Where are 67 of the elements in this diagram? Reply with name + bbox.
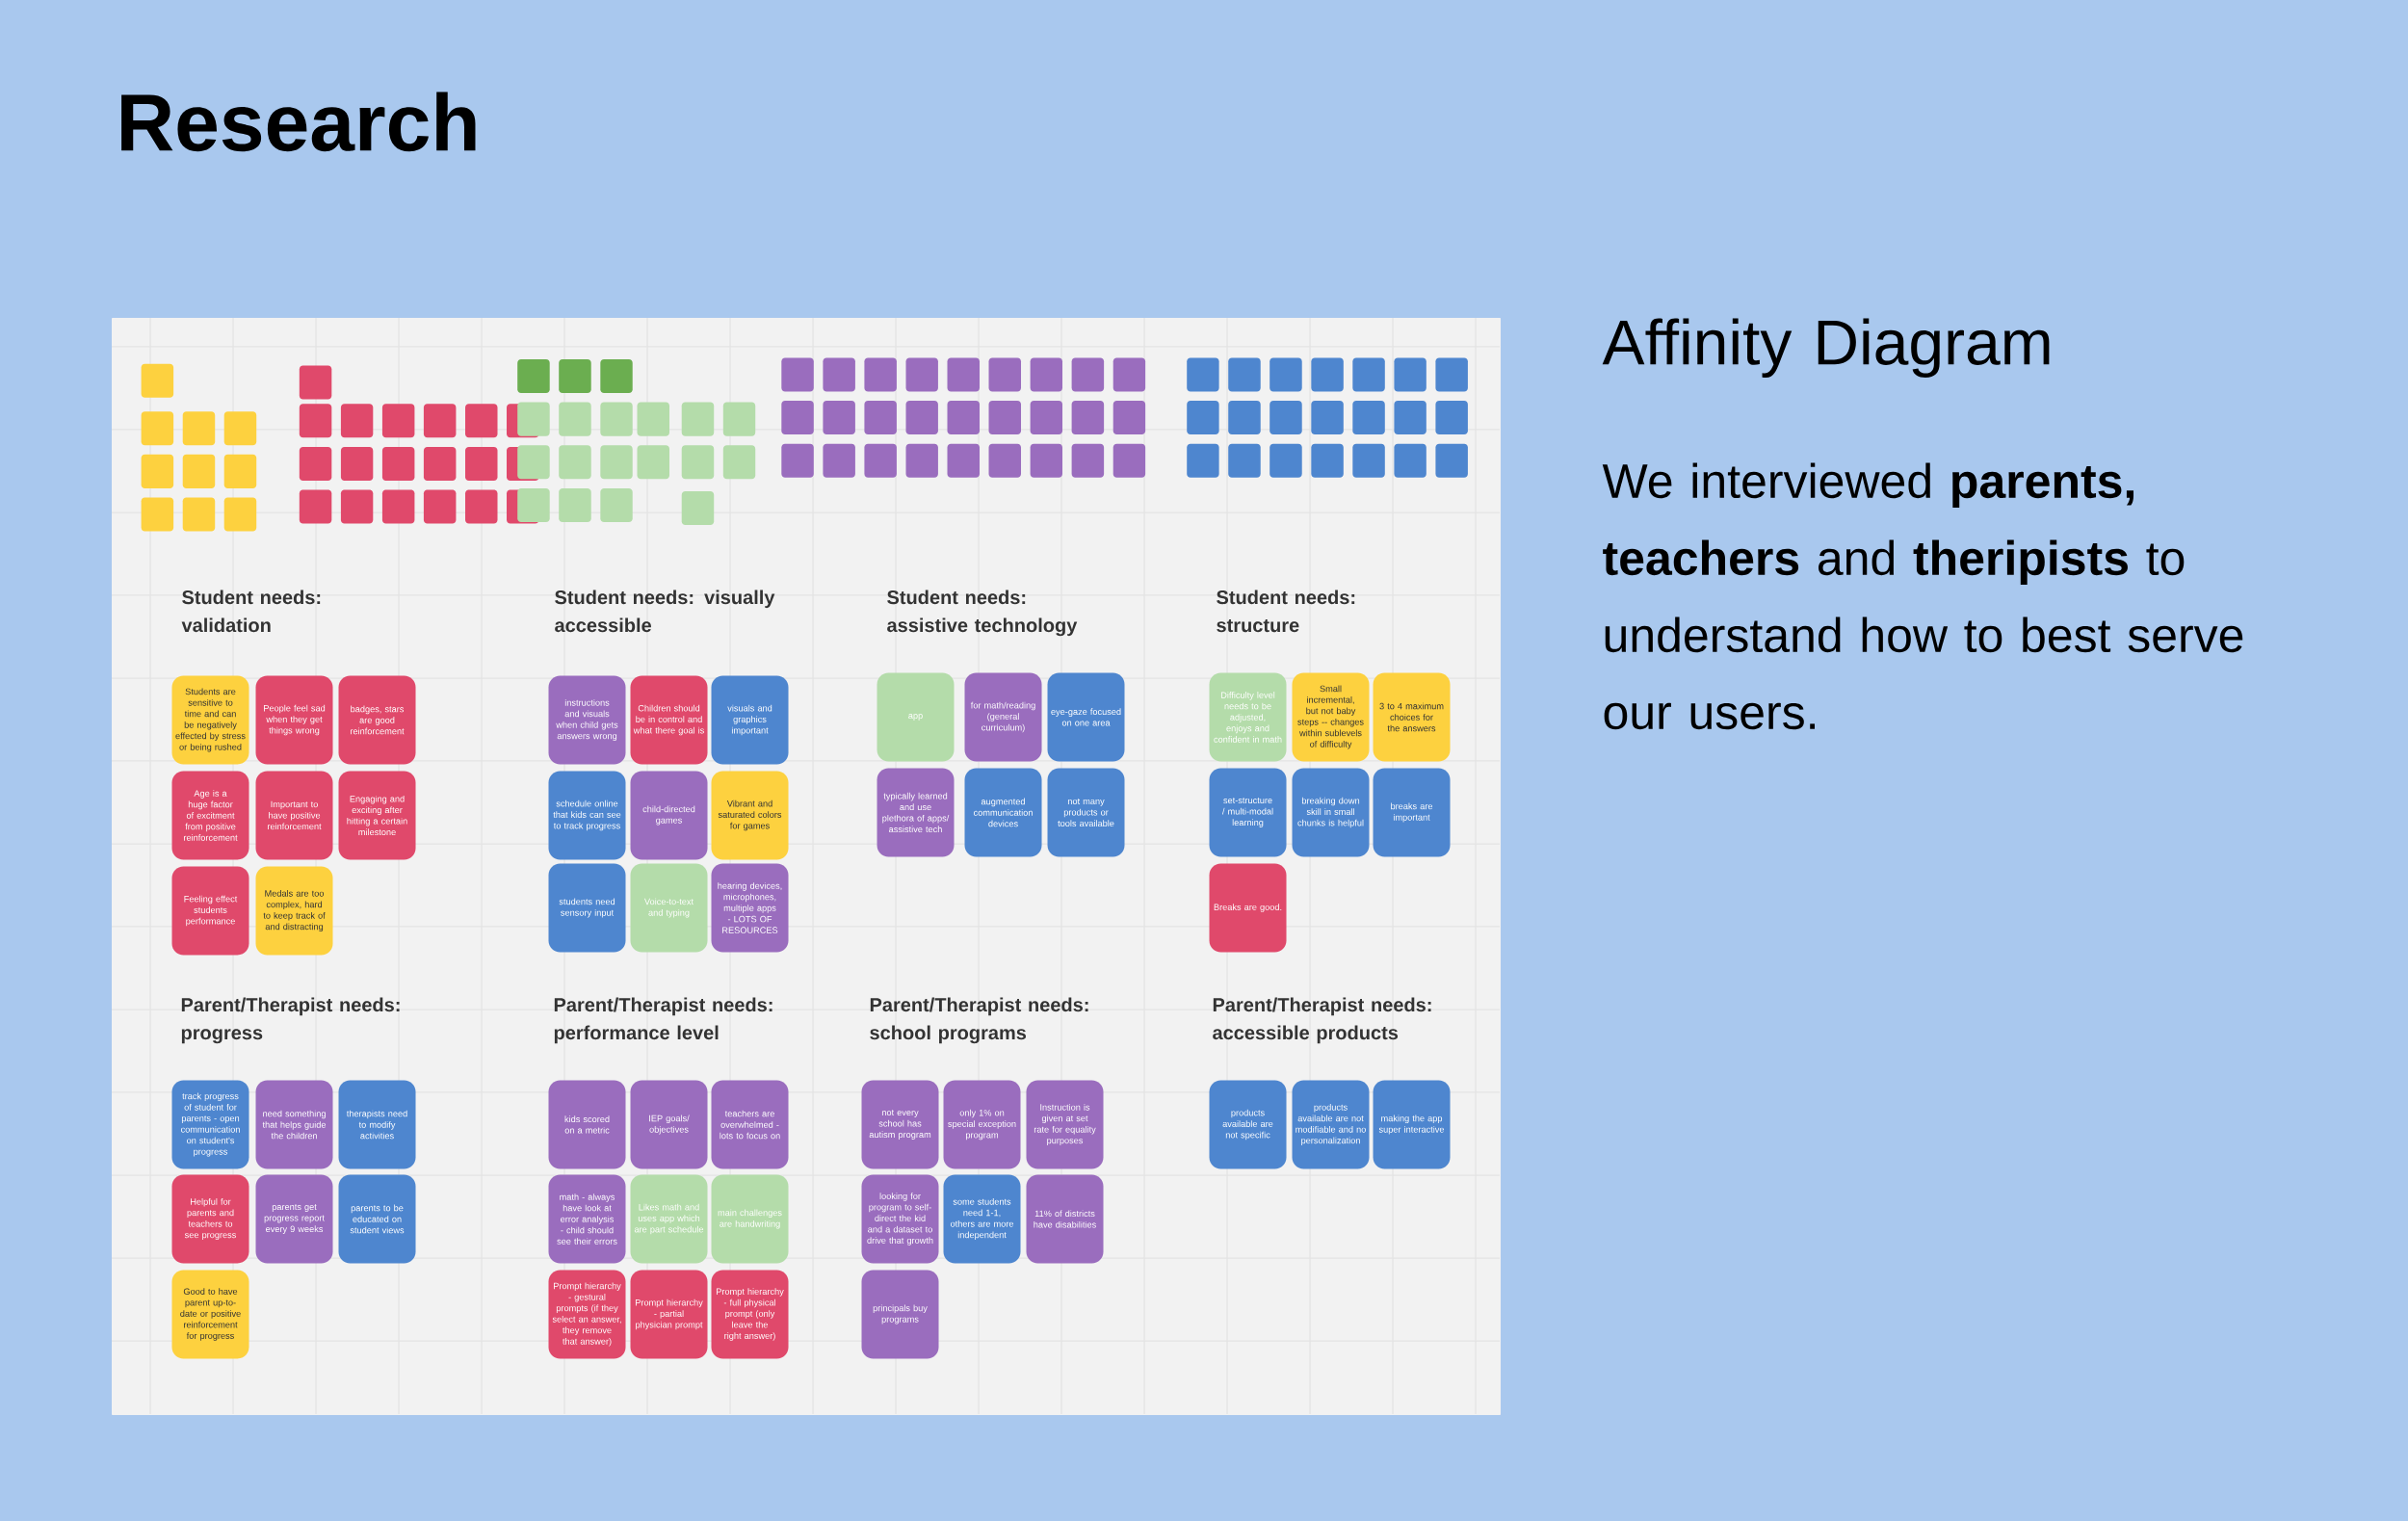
sticky-note: Instruction is given at set rate for equality purposes (1026, 1080, 1104, 1169)
sticky-note: breaking down skill in small chunks is helpful (1292, 768, 1370, 857)
sticky-note: People feel sad when they get things wrong (255, 675, 333, 765)
group-heading: Student needs: structure (1217, 590, 1355, 633)
group-heading: Parent/Therapist needs: accessible products (1213, 997, 1431, 1044)
group-heading: Student needs: validation (181, 590, 321, 633)
sticky-note: Children should be in control and what there goal is (630, 675, 708, 765)
sticky-note: Vibrant and saturated colors for games (711, 771, 789, 860)
sticky-note: teachers are overwhelmed - lots to focus on (711, 1080, 789, 1169)
sticky-note: typically learned and use plethora of apps/ assistive tech (877, 768, 955, 857)
sticky-note: Difficulty level needs to be adjusted, enjoys and confident in math (1209, 672, 1287, 762)
sticky-note: not many products or tools available (1047, 768, 1125, 857)
sticky-note: badges, stars are good reinforcement (338, 675, 416, 765)
sticky-note: some students need 1-1, others are more independent (943, 1174, 1021, 1264)
sticky-note: math - always have look at error analysis - child should see their errors (548, 1174, 626, 1264)
sticky-note: Important to have positive reinforcement (255, 771, 333, 860)
sticky-note: eye-gaze focused on one area (1047, 672, 1125, 762)
sticky-note: therapists need to modify activities (338, 1080, 416, 1169)
sticky-note: Medals are too complex, hard to keep track of and distracting (255, 866, 333, 956)
sticky-note: track progress of student for parents - open communication on student's progress (171, 1080, 249, 1169)
sticky-note: instructions and visuals when child gets answers wrong (548, 675, 626, 765)
sticky-note: 3 to 4 maximum choices for the answers (1373, 672, 1451, 762)
sticky-note: products available are not modifiable and no personalization (1292, 1080, 1370, 1169)
sticky-note: need something that helps guide the children (255, 1080, 333, 1169)
sticky-note: for math/reading (general curriculum) (964, 672, 1042, 762)
sticky-note: Breaks are good. (1209, 863, 1287, 953)
sticky-note: breaks are important (1373, 768, 1451, 857)
sticky-note: principals buy programs (861, 1270, 939, 1359)
title: Research (121, 92, 476, 152)
sticky-note: parents get progress report every 9 weeks (255, 1174, 333, 1264)
sticky-note: Helpful for parents and teachers to see progress (171, 1174, 249, 1264)
sticky-note: schedule online that kids can see to track progress (548, 771, 626, 860)
sticky-note: set-structure / multi-modal learning (1209, 768, 1287, 857)
sticky-note: only 1% on special exception program (943, 1080, 1021, 1169)
sticky-note: Feeling effect students performance (171, 866, 249, 956)
sticky-note: kids scored on a metric (548, 1080, 626, 1169)
group-heading: Student needs: assistive technology (887, 590, 1078, 637)
sticky-note: IEP goals/ objectives (630, 1080, 708, 1169)
sticky-note: looking for program to self-direct the kid and a dataset to drive that growth (861, 1174, 939, 1264)
sticky-note: child-directed games (630, 771, 708, 860)
sticky-note: products available are not specific (1209, 1080, 1287, 1169)
group-heading: Parent/Therapist needs: school programs (870, 997, 1088, 1044)
sticky-note: main challenges are handwriting (711, 1174, 789, 1264)
paragraph: We interviewed parents, teachers and theripists to understand how to best serve our users. (1602, 462, 2243, 730)
group-heading: Parent/Therapist needs: performance level (554, 997, 772, 1044)
sticky-note: hearing devices, microphones, multiple apps - LOTS OF RESOURCES (711, 863, 789, 953)
sticky-note: Engaging and exciting after hitting a certain milestone (338, 771, 416, 860)
sticky-note: Small incremental, but not baby steps -- changes within sublevels of difficulty (1292, 672, 1370, 762)
sticky-note: students need sensory input (548, 863, 626, 953)
sticky-note: Prompt hierarchy - full physical prompt (only leave the right answer) (711, 1270, 789, 1359)
sticky-note: parents to be educated on student views (338, 1174, 416, 1264)
sticky-note: augmented communication devices (964, 768, 1042, 857)
sticky-note: Age is a huge factor of excitment from positive reinforcement (171, 771, 249, 860)
sticky-note: visuals and graphics important (711, 675, 789, 765)
sticky-note: 11% of districts have disabilities (1026, 1174, 1104, 1264)
sticky-note: Prompt hierarchy - gestural prompts (if they select an answer, they remove that answer) (548, 1270, 626, 1359)
sticky-note: Likes math and uses app which are part schedule (630, 1174, 708, 1264)
subtitle: Affinity Diagram (1602, 318, 2050, 378)
sticky-note: Good to have parent up-to-date or positive reinforcement for progress (171, 1270, 249, 1359)
group-heading: Parent/Therapist needs: progress (181, 997, 400, 1044)
sticky-note: Students are sensitive to time and can be negatively effected by stress or being rushed (171, 675, 249, 765)
sticky-note: making the app super interactive (1373, 1080, 1451, 1169)
group-heading: Student needs: visually accessible (555, 590, 775, 633)
sticky-note: app (877, 672, 955, 762)
sticky-note: Prompt hierarchy - partial physician prompt (630, 1270, 708, 1359)
sticky-note: not every school has autism program (861, 1080, 939, 1169)
sticky-note: Voice-to-text and typing (630, 863, 708, 953)
